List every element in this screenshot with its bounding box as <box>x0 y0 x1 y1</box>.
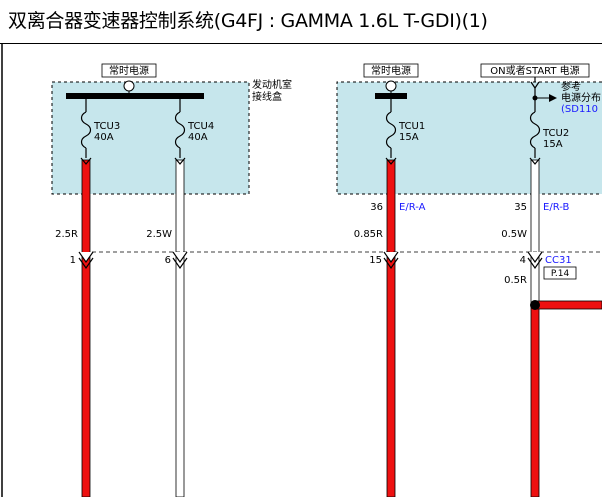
wire-0-5r-branch <box>534 300 602 310</box>
ref-label-line2: 电源分布 <box>561 91 601 104</box>
wire-0-5w <box>530 159 540 306</box>
pin-1-label: 1 <box>70 255 76 266</box>
fuse-tcu4-rating: 40A <box>188 132 208 143</box>
ign-power-label: ON或者START 电源 <box>490 64 579 77</box>
pin-6-label: 6 <box>165 255 171 266</box>
wire-spec-2-5w: 2.5W <box>146 229 172 240</box>
wire-2-5r <box>81 159 91 497</box>
wire-spec-2-5r: 2.5R <box>55 229 78 240</box>
fuse-tcu1-rating: 15A <box>399 132 419 143</box>
box-conn-er-b: E/R-B <box>543 202 569 213</box>
right-power-terminal <box>385 80 397 92</box>
pin-6-chevron <box>172 251 188 264</box>
box-conn-er-a: E/R-A <box>399 202 426 213</box>
pin-15-label: 15 <box>369 255 382 266</box>
wire-0-85r <box>386 159 396 497</box>
wire-spec-0-5w: 0.5W <box>501 229 527 240</box>
pin-4-chevron <box>527 251 543 264</box>
fuse-tcu3-name: TCU3 <box>93 121 120 132</box>
left-busbar <box>66 93 204 99</box>
location-label-line2: 接线盒 <box>252 90 282 103</box>
title-bar: 双离合器变速器控制系统(G4FJ : GAMMA 1.6L T-GDI)(1) <box>0 0 602 44</box>
right-power-label-box <box>363 63 419 78</box>
fuse-tcu2-name: TCU2 <box>542 128 569 139</box>
fuse-tcu3-icon <box>80 111 92 149</box>
left-power-label: 常时电源 <box>109 64 149 77</box>
left-power-label-box <box>101 63 157 78</box>
connector-ref[interactable]: CC31 <box>545 255 572 266</box>
wire-2-5w <box>175 159 185 497</box>
right-power-label-1: 常时电源 <box>371 64 411 77</box>
location-label-line1: 发动机室 <box>252 78 292 91</box>
pin-1-chevron <box>78 251 94 264</box>
wire-spec-0-85r: 0.85R <box>354 229 383 240</box>
page-title: 双离合器变速器控制系统(G4FJ : GAMMA 1.6L T-GDI)(1) <box>8 10 488 32</box>
page-ref-label[interactable]: P.14 <box>551 269 570 279</box>
fuse-tcu1-name: TCU1 <box>398 121 425 132</box>
box-pin-36: 36 <box>370 202 383 213</box>
box-pin-35: 35 <box>514 202 527 213</box>
ref-label-line3[interactable]: (SD110 <box>561 104 598 115</box>
ref-label-line1: 参考 <box>561 80 581 93</box>
fuse-tcu1-icon <box>385 111 397 149</box>
splice-junction-dot <box>530 300 540 310</box>
wire-spec-0-5r: 0.5R <box>504 275 527 286</box>
right-busbar <box>375 93 407 99</box>
fuse-tcu3-rating: 40A <box>94 132 114 143</box>
fuse-tcu4-icon <box>174 111 186 149</box>
wire-0-5r-down <box>530 304 540 497</box>
pin-4-label: 4 <box>520 255 526 266</box>
fuse-tcu2-icon <box>529 111 541 149</box>
page-ref-box <box>543 266 577 280</box>
fuse-tcu2-rating: 15A <box>543 139 563 150</box>
pin-15-chevron <box>383 251 399 264</box>
fuse-tcu4-name: TCU4 <box>187 121 214 132</box>
left-power-terminal <box>123 80 135 92</box>
